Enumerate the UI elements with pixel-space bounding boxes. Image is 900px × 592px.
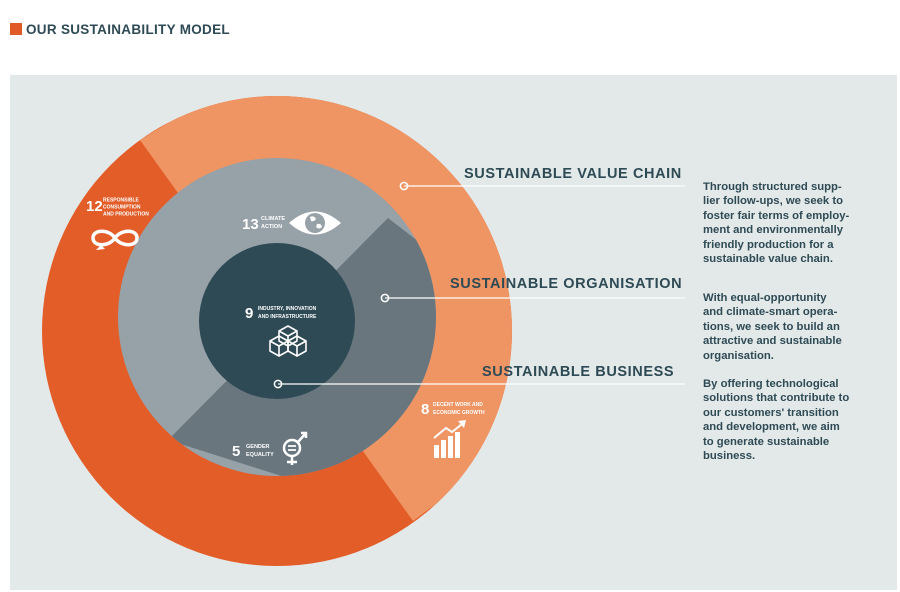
eye-globe-icon bbox=[289, 211, 341, 235]
description-line: organisation. bbox=[703, 349, 774, 362]
sdg-9-label-2: AND INFRASTRUCTURE bbox=[258, 314, 317, 320]
section-description-value-chain: Through structured supp- lier follow-ups… bbox=[703, 180, 878, 266]
description-line: sustainable value chain. bbox=[703, 253, 833, 266]
description-line: business. bbox=[703, 450, 756, 463]
sdg-12-label-3: AND PRODUCTION bbox=[103, 212, 149, 218]
connector-dot-organisation bbox=[380, 293, 390, 303]
description-line: to generate sustainable bbox=[703, 435, 830, 448]
infinity-loop-icon bbox=[91, 229, 139, 247]
sdg-12-badge: 12 RESPONSIBLE CONSUMPTION AND PRODUCTIO… bbox=[86, 198, 149, 250]
description-line: attractive and sustainable bbox=[703, 335, 842, 348]
sdg-9-number: 9 bbox=[245, 305, 253, 322]
header-square-icon bbox=[10, 23, 22, 35]
description-line: Through structured supp- bbox=[703, 181, 842, 193]
section-title-value-chain: SUSTAINABLE VALUE CHAIN bbox=[464, 166, 682, 182]
page-title: OUR SUSTAINABILITY MODEL bbox=[26, 21, 230, 37]
description-line: tions, we seek to build an bbox=[703, 320, 840, 333]
section-description-business: By offering technological solutions that… bbox=[703, 377, 878, 463]
description-line: With equal-opportunity bbox=[703, 292, 827, 304]
sdg-5-badge: 5 GENDER EQUALITY bbox=[232, 431, 308, 465]
sdg-8-label-1: DECENT WORK AND bbox=[433, 402, 483, 408]
sdg-9-badge: 9 INDUSTRY, INNOVATION AND INFRASTRUCTUR… bbox=[245, 305, 317, 357]
section-title-business: SUSTAINABLE BUSINESS bbox=[482, 364, 675, 380]
description-line: our customers' transition bbox=[703, 406, 839, 419]
sdg-12-number: 12 bbox=[86, 198, 103, 215]
sdg-12-label-1: RESPONSIBLE bbox=[103, 198, 140, 204]
sdg-13-number: 13 bbox=[242, 216, 259, 233]
gender-equality-icon bbox=[282, 431, 308, 465]
sdg-5-number: 5 bbox=[232, 443, 240, 460]
sdg-12-label-2: CONSUMPTION bbox=[103, 205, 141, 211]
growth-chart-icon bbox=[433, 420, 466, 458]
description-line: and climate-smart opera- bbox=[703, 306, 838, 319]
connector-dot-value-chain bbox=[399, 181, 409, 191]
infinity-arrow-icon bbox=[96, 245, 105, 250]
cubes-icon bbox=[269, 325, 307, 357]
sdg-5-label-2: EQUALITY bbox=[246, 452, 274, 458]
sdg-8-label-2: ECONOMIC GROWTH bbox=[433, 410, 485, 416]
description-line: lier follow-ups, we seek to bbox=[703, 195, 843, 208]
sdg-8-badge: 8 DECENT WORK AND ECONOMIC GROWTH bbox=[421, 401, 485, 458]
description-line: solutions that contribute to bbox=[703, 392, 850, 405]
connectors bbox=[273, 181, 685, 389]
section-title-organisation: SUSTAINABLE ORGANISATION bbox=[450, 276, 683, 292]
description-line: By offering technological bbox=[703, 378, 839, 390]
sdg-8-number: 8 bbox=[421, 401, 429, 418]
sdg-9-label-1: INDUSTRY, INNOVATION bbox=[258, 306, 317, 312]
sdg-13-label-2: ACTION bbox=[261, 224, 282, 230]
description-line: ment and environmentally bbox=[703, 224, 843, 237]
sdg-13-label-1: CLIMATE bbox=[261, 216, 285, 222]
description-line: foster fair terms of employ- bbox=[703, 209, 850, 222]
section-description-organisation: With equal-opportunity and climate-smart… bbox=[703, 291, 878, 363]
connector-dot-business bbox=[273, 379, 283, 389]
description-line: friendly production for a bbox=[703, 238, 834, 251]
inner-circle bbox=[199, 243, 355, 399]
sdg-13-badge: 13 CLIMATE ACTION bbox=[242, 211, 341, 235]
description-line: and development, we aim bbox=[703, 421, 840, 434]
sdg-5-label-1: GENDER bbox=[246, 444, 270, 450]
header: OUR SUSTAINABILITY MODEL bbox=[10, 20, 230, 38]
